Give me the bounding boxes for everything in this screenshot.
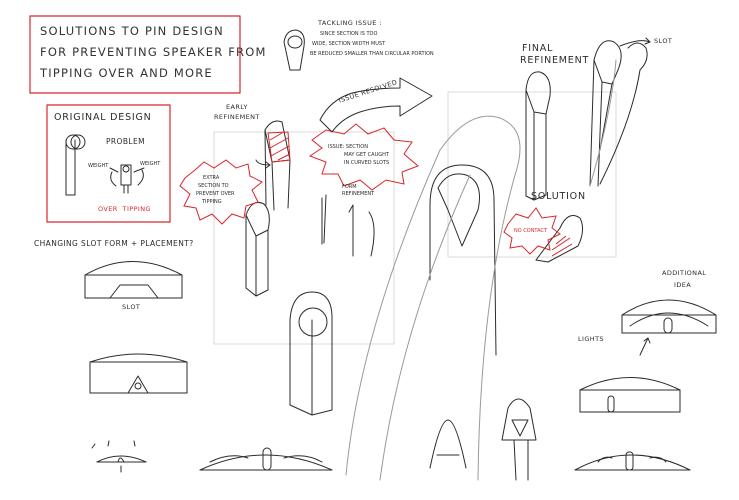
tackling-issue-line-2: SINCE SECTION IS TOO [320, 31, 378, 37]
form-refinement-line-2: REFINEMENT [342, 191, 375, 197]
issue-burst [308, 123, 419, 191]
original-design-box [46, 104, 171, 223]
arrow-original-left [109, 167, 119, 173]
final-refinement-pin [525, 71, 551, 201]
early-refinement-line-2: REFINEMENT [214, 113, 260, 121]
early-refinement-line-1: EARLY [226, 103, 248, 111]
weight-left-label: WEIGHT [88, 163, 109, 169]
title-line-1: SOLUTIONS TO PIN DESIGN [40, 24, 224, 38]
thumb-sketch [283, 29, 305, 71]
original-pin-sketch [65, 134, 86, 196]
final-refinement-line-2: REFINEMENT [520, 55, 590, 66]
tackling-issue-line-1: TACKLING ISSUE : [318, 19, 382, 27]
issue-burst-line-3: IN CURVED SLOTS [344, 160, 390, 166]
solution-pin-sketch [535, 215, 584, 263]
issue-burst-line-2: MAY GET CAUGHT [344, 152, 389, 158]
lights-label: LIGHTS [578, 335, 604, 343]
final-refinement-pin-curved [589, 40, 648, 187]
additional-idea-line-1: ADDITIONAL [662, 269, 707, 277]
problem-label: PROBLEM [106, 137, 145, 146]
tackling-issue-line-3: WIDE, SECTION WIDTH MUST [312, 41, 386, 47]
bottom-pin-sketch-2 [501, 398, 537, 481]
additional-idea-speaker-2 [579, 377, 681, 413]
speaker-slot-sketch-3 [91, 440, 147, 473]
form-refinement-strokes [321, 194, 375, 257]
original-design-heading: ORIGINAL DESIGN [54, 112, 152, 123]
arrow-original-right [133, 167, 145, 173]
no-contact-burst [503, 207, 561, 255]
additional-idea-speaker [621, 299, 717, 334]
large-curved-pin-sketch [345, 115, 521, 481]
final-slot-label: SLOT [654, 37, 673, 45]
issue-burst-line-1: ISSUE: SECTION [328, 144, 368, 150]
final-refinement-line-1: FINAL [522, 43, 554, 54]
early-refinement-pin-tall [245, 201, 270, 297]
over-tipping-label: OVER TIPPING [98, 205, 151, 213]
central-pin-sketch [289, 291, 333, 416]
extra-burst-line-2: SECTION TO [198, 183, 229, 189]
title-line-3: TIPPING OVER AND MORE [40, 66, 213, 80]
red-solution-hatch [551, 235, 573, 257]
tipping-problem-sketch [110, 164, 144, 194]
weight-right-label: WEIGHT [140, 161, 161, 167]
red-extra-section-hatch [267, 131, 291, 163]
arrow-to-slot-label [619, 40, 651, 47]
additional-idea-line-2: IDEA [674, 281, 692, 289]
no-contact-label: NO CONTACT [514, 228, 547, 234]
speaker-slot-sketch-2 [89, 353, 188, 394]
bottom-slot-sketch-1 [199, 447, 333, 471]
solution-heading: SOLUTION [531, 191, 586, 202]
bottom-pin-sketch-1 [429, 419, 467, 469]
arrow-lights [639, 337, 649, 356]
extra-burst-line-3: PREVENT OVER [196, 191, 235, 197]
title-box [29, 15, 241, 94]
arrow-to-central-pin [255, 159, 271, 166]
extra-section-burst [179, 159, 263, 225]
issue-resolved-arrow [319, 77, 433, 133]
tackling-issue-line-4: BE REDUCED SMALLER THAN CIRCULAR PORTION [310, 51, 434, 57]
extra-burst-line-1: EXTRA [203, 175, 220, 181]
construction-guides [213, 91, 617, 345]
extra-burst-line-4: TIPPING [202, 199, 222, 205]
slot-label: SLOT [122, 303, 141, 311]
early-refinement-pin-red [264, 120, 291, 211]
speaker-slot-sketch-1 [84, 261, 183, 299]
changing-slot-heading: CHANGING SLOT FORM + PLACEMENT? [34, 239, 194, 248]
form-refinement-line-1: FORM [342, 184, 357, 190]
additional-idea-speaker-3 [574, 451, 691, 471]
title-line-2: FOR PREVENTING SPEAKER FROM [40, 45, 267, 59]
